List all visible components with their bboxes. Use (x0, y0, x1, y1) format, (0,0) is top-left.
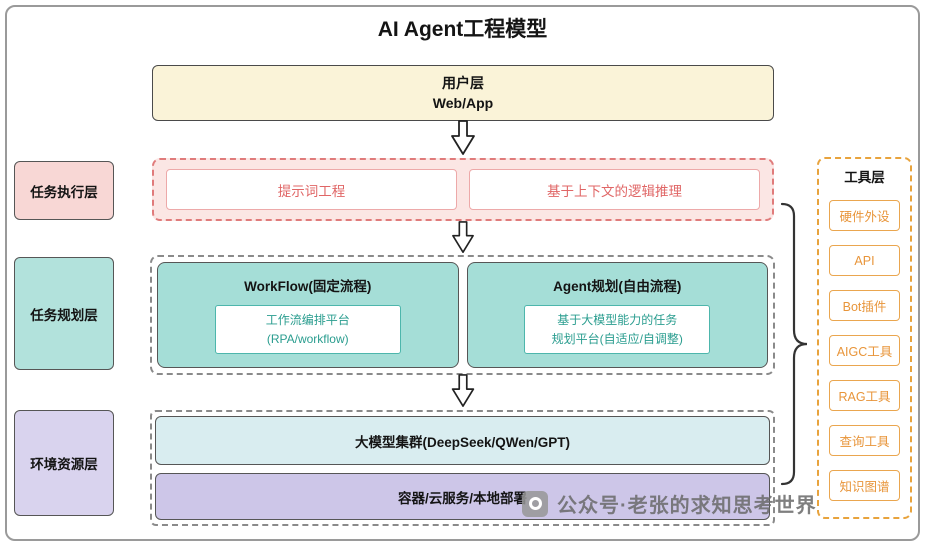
tool-item-bot-plugin: Bot插件 (829, 290, 900, 321)
tool-layer-title: 工具层 (844, 170, 885, 185)
watermark-text: 公众号·老张的求知思考世界 (557, 495, 817, 517)
user-layer-title: 用户层 (442, 74, 484, 91)
environment-layer-label: 环境资源层 (14, 410, 114, 516)
down-arrow-icon (451, 374, 475, 407)
workflow-platform-line1: 工作流编排平台 (265, 313, 350, 327)
execution-layer-container: 提示词工程 基于上下文的逻辑推理 (152, 158, 774, 221)
workflow-platform-box: 工作流编排平台 (RPA/workflow) (214, 305, 401, 355)
agent-platform-line2: 规划平台(自适应/自调整) (551, 331, 683, 346)
down-arrow-icon (451, 120, 475, 155)
agent-planning-title: Agent规划(自由流程) (553, 279, 682, 294)
workflow-title: WorkFlow(固定流程) (244, 279, 372, 294)
tool-layer-container: 工具层 硬件外设 API Bot插件 AIGC工具 RAG工具 查询工具 知识图… (817, 157, 912, 519)
camera-icon (522, 490, 548, 517)
tool-item-knowledge-graph: 知识图谱 (829, 470, 900, 501)
prompt-engineering-box: 提示词工程 (166, 169, 457, 210)
tool-item-rag: RAG工具 (829, 380, 900, 411)
user-layer-subtitle: Web/App (432, 95, 494, 111)
planning-layer-container: WorkFlow(固定流程) 工作流编排平台 (RPA/workflow) Ag… (150, 255, 775, 375)
tool-item-query: 查询工具 (829, 425, 900, 456)
tool-item-hardware: 硬件外设 (829, 200, 900, 231)
agent-planning-box: Agent规划(自由流程) 基于大模型能力的任务 规划平台(自适应/自调整) (466, 262, 768, 368)
workflow-box: WorkFlow(固定流程) 工作流编排平台 (RPA/workflow) (157, 262, 459, 368)
tool-item-aigc: AIGC工具 (829, 335, 900, 366)
agent-platform-line1: 基于大模型能力的任务 (557, 313, 678, 327)
tool-item-api: API (829, 245, 900, 276)
environment-layer-container: 大模型集群(DeepSeek/QWen/GPT) 容器/云服务/本地部署 (150, 410, 775, 526)
diagram-title: AI Agent工程模型 (377, 18, 548, 41)
model-cluster-box: 大模型集群(DeepSeek/QWen/GPT) (155, 416, 770, 465)
deployment-box: 容器/云服务/本地部署 (155, 473, 770, 520)
context-reasoning-box: 基于上下文的逻辑推理 (469, 169, 760, 210)
user-layer-box: 用户层 Web/App (152, 65, 774, 121)
planning-layer-label: 任务规划层 (14, 257, 114, 370)
agent-platform-box: 基于大模型能力的任务 规划平台(自适应/自调整) (524, 305, 711, 355)
watermark: 公众号·老张的求知思考世界 (522, 489, 817, 518)
curly-brace (780, 202, 808, 486)
execution-layer-label: 任务执行层 (14, 161, 114, 220)
down-arrow-icon (452, 221, 474, 253)
workflow-platform-line2: (RPA/workflow) (266, 331, 349, 346)
